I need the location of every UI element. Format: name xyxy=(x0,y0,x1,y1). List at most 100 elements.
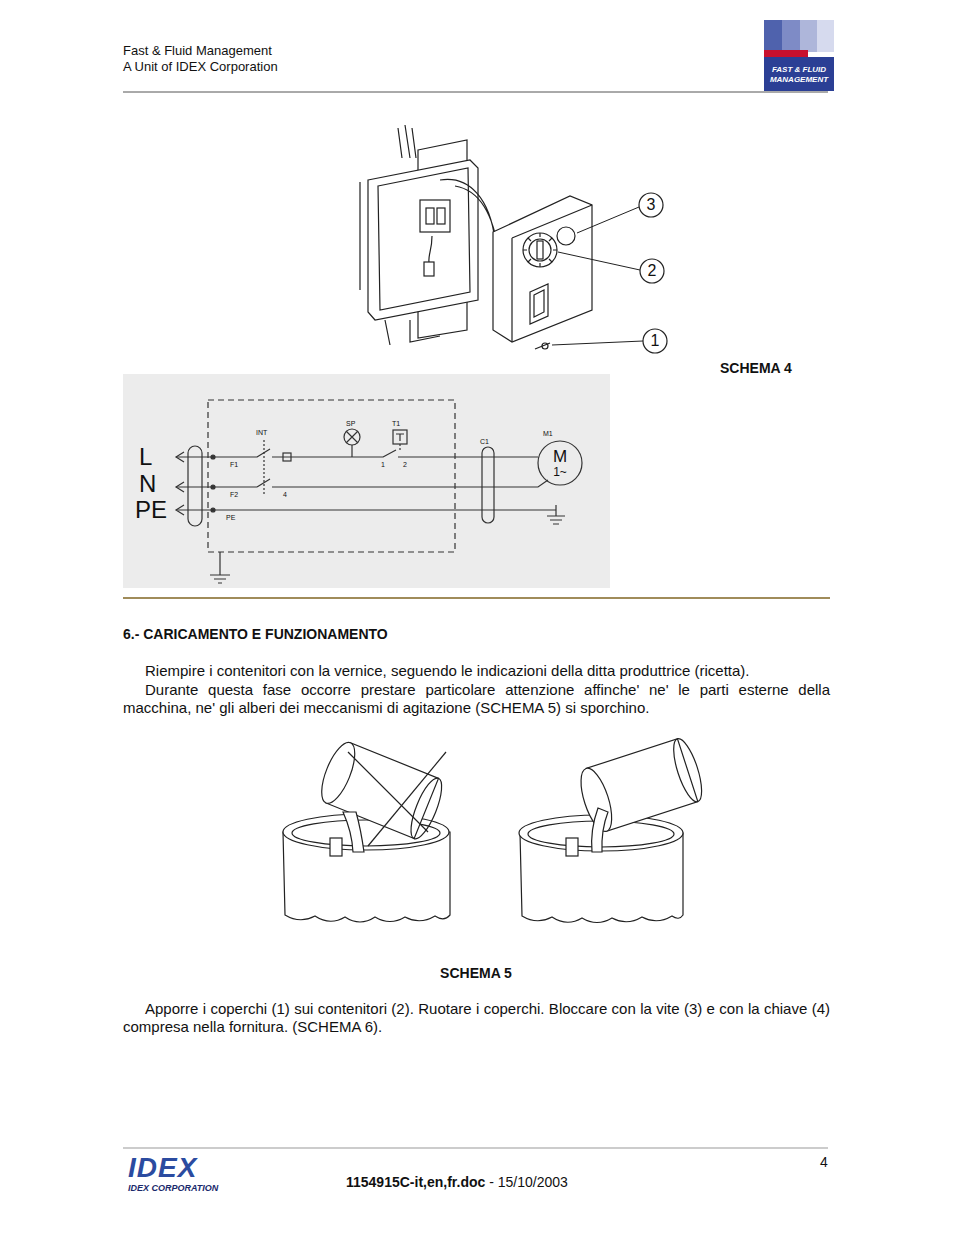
company-logo xyxy=(764,57,834,91)
wiring-diagram xyxy=(393,430,407,444)
terminal-label: F2 xyxy=(230,491,238,498)
callout-number: 2 xyxy=(648,263,657,279)
control-box-drawing xyxy=(529,239,551,261)
line-label: PE xyxy=(135,498,167,522)
body-paragraph: Durante questa fase occorre prestare par… xyxy=(123,681,830,717)
control-box-drawing xyxy=(429,179,500,262)
wiring-diagram xyxy=(263,440,264,495)
control-box-drawing xyxy=(426,208,434,224)
control-box-drawing xyxy=(360,182,440,345)
header-text: A Unit of IDEX Corporation xyxy=(123,59,278,75)
wiring-diagram xyxy=(283,453,291,461)
footer-logo: IDEX xyxy=(128,1154,197,1182)
control-box-drawing xyxy=(424,262,434,276)
callout-circle xyxy=(639,193,663,217)
figure-caption: SCHEMA 5 xyxy=(440,965,512,982)
wiring-diagram xyxy=(123,374,610,588)
wiring-diagram xyxy=(538,441,582,485)
wiring-diagram xyxy=(176,452,184,515)
logo-text: FAST & FLUID xyxy=(772,66,826,74)
leader-line xyxy=(558,252,640,270)
line-label: N xyxy=(139,472,156,496)
filling-drawing xyxy=(343,812,364,852)
control-box-drawing xyxy=(493,196,592,342)
header-rule xyxy=(123,92,828,93)
terminal-label: F1 xyxy=(230,461,238,468)
wiring-diagram xyxy=(211,508,215,512)
control-box-drawing xyxy=(534,290,544,317)
company-logo xyxy=(800,20,817,52)
filling-drawing xyxy=(405,775,448,843)
page-number: 4 xyxy=(820,1154,828,1171)
terminal-label: 1 xyxy=(381,461,385,468)
section-rule xyxy=(123,598,830,599)
wiring-diagram xyxy=(396,434,404,441)
filling-drawing xyxy=(315,738,448,842)
control-box-drawing xyxy=(512,205,592,342)
logo-text: MANAGEMENT xyxy=(770,76,828,84)
terminal-label: 2 xyxy=(403,461,407,468)
control-box-drawing xyxy=(535,343,550,349)
footer-rule xyxy=(123,1148,828,1149)
component-label: C1 xyxy=(480,438,489,445)
component-label: T1 xyxy=(392,420,400,427)
control-box-drawing xyxy=(437,208,445,224)
callout-circle xyxy=(640,259,664,283)
leader-line xyxy=(577,207,639,233)
callout-circle xyxy=(639,193,667,353)
company-logo xyxy=(764,20,834,91)
control-box-drawing xyxy=(398,125,416,158)
control-box-drawing xyxy=(378,168,470,310)
filling-drawing xyxy=(330,838,342,856)
control-box-drawing xyxy=(523,233,557,267)
header-text: Fast & Fluid Management xyxy=(123,43,272,59)
section-heading: 6.- CARICAMENTO E FUNZIONAMENTO xyxy=(123,626,388,643)
header-rule xyxy=(123,92,828,93)
footer-logo: IDEX CORPORATION xyxy=(128,1184,218,1193)
component-label: SP xyxy=(346,420,355,427)
footer-rule xyxy=(123,1148,828,1149)
wiring-diagram xyxy=(482,447,494,523)
callout-number: 3 xyxy=(647,197,656,213)
filling-drawing xyxy=(368,752,446,846)
company-logo xyxy=(817,20,834,52)
control-box-drawing xyxy=(557,227,575,245)
component-label: M1 xyxy=(543,430,553,437)
control-box-drawing xyxy=(542,343,548,349)
wiring-diagram xyxy=(211,485,215,489)
terminal-label: PE xyxy=(226,514,235,521)
control-box-drawing xyxy=(360,125,592,349)
wiring-diagram xyxy=(176,509,556,510)
wiring-diagram xyxy=(188,446,202,526)
wiring-diagram xyxy=(123,374,610,588)
leader-line xyxy=(552,207,643,345)
wiring-diagram xyxy=(547,505,565,524)
body-paragraph: Apporre i coperchi (1) sui contenitori (… xyxy=(123,1000,830,1036)
component-label: INT xyxy=(256,429,267,436)
company-logo xyxy=(764,50,808,57)
filling-drawing xyxy=(668,736,707,805)
wiring-diagram xyxy=(211,455,215,459)
filling-drawing xyxy=(592,808,608,852)
body-paragraph: Riempire i contenitori con la vernice, s… xyxy=(123,662,830,680)
control-box-drawing xyxy=(420,200,450,232)
control-box-drawing xyxy=(368,160,478,320)
filling-drawing xyxy=(566,838,578,856)
filling-drawing xyxy=(283,736,707,923)
company-logo xyxy=(782,20,800,52)
company-logo xyxy=(764,20,782,52)
wiring-diagram xyxy=(346,431,358,457)
wiring-diagram xyxy=(176,449,538,457)
document-code: 1154915C-it,en,fr.doc xyxy=(346,1174,485,1191)
filling-drawing xyxy=(315,738,362,807)
filling-drawing xyxy=(348,752,428,832)
line-label: L xyxy=(139,445,152,469)
control-box-drawing xyxy=(523,233,557,267)
terminal-label: 4 xyxy=(283,491,287,498)
wiring-diagram xyxy=(399,444,400,452)
callout-number: 1 xyxy=(651,333,660,349)
control-box-drawing xyxy=(537,241,543,259)
motor-symbol-text: 1~ xyxy=(553,466,567,478)
